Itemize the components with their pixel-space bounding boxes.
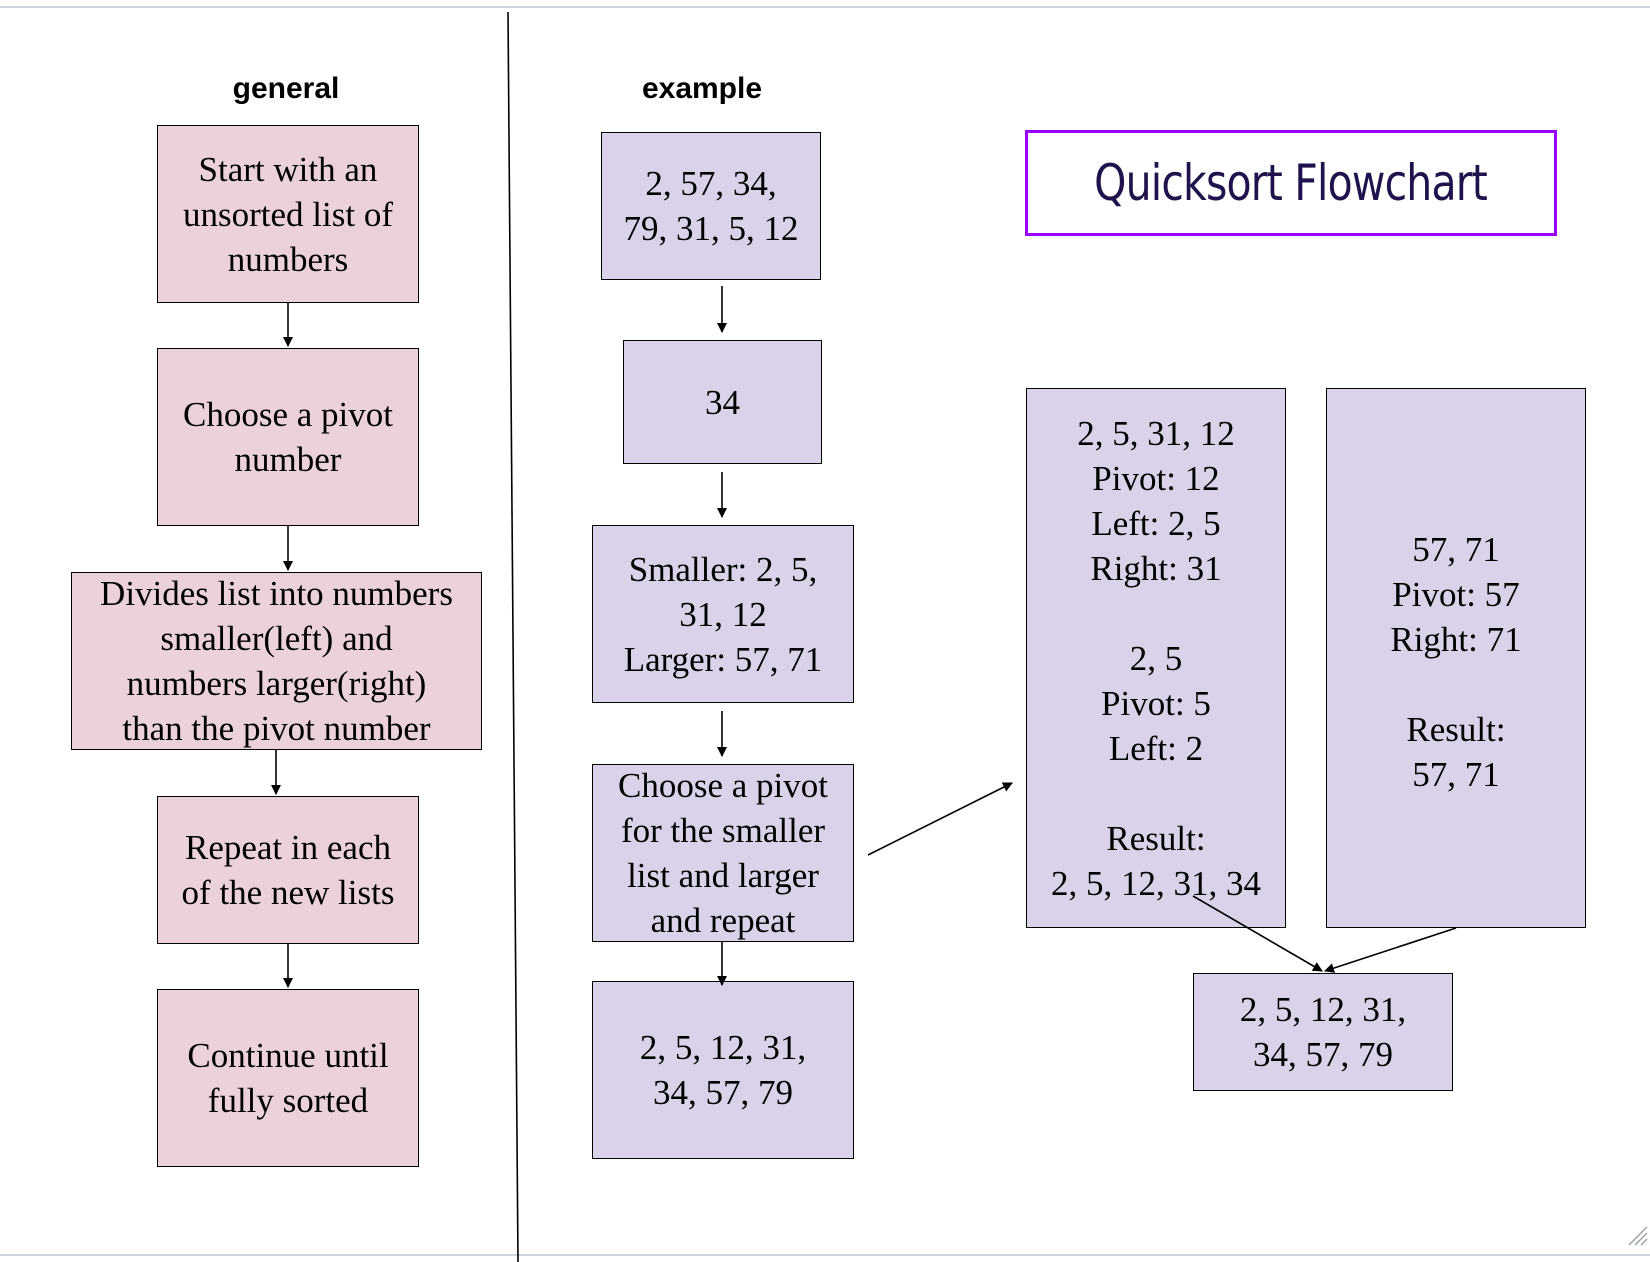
arrow-larger-to-final <box>1324 927 1457 973</box>
final-result-box: 2, 5, 12, 31, 34, 57, 79 <box>1193 973 1453 1091</box>
arrow-to-detail <box>867 782 1013 856</box>
bottom-border <box>0 1254 1650 1256</box>
flowchart-title: Quicksort Flowchart <box>1094 154 1489 212</box>
flowchart-title-box: Quicksort Flowchart <box>1025 130 1557 236</box>
example-step-repeat: Choose a pivot for the smaller list and … <box>592 764 854 942</box>
example-step-pivot: 34 <box>623 340 822 464</box>
general-step-divide: Divides list into numbers smaller(left) … <box>71 572 482 750</box>
general-step-start: Start with an unsorted list of numbers <box>157 125 419 303</box>
resize-grip-icon[interactable] <box>1626 1224 1648 1246</box>
smaller-list-detail: 2, 5, 31, 12 Pivot: 12 Left: 2, 5 Right:… <box>1026 388 1286 928</box>
example-step-partition: Smaller: 2, 5, 31, 12 Larger: 57, 71 <box>592 525 854 703</box>
general-step-continue: Continue until fully sorted <box>157 989 419 1167</box>
example-step-sorted: 2, 5, 12, 31, 34, 57, 79 <box>592 981 854 1159</box>
example-heading: example <box>641 72 763 105</box>
example-step-unsorted: 2, 57, 34, 79, 31, 5, 12 <box>601 132 821 280</box>
general-step-repeat: Repeat in each of the new lists <box>157 796 419 944</box>
general-step-choose-pivot: Choose a pivot number <box>157 348 419 526</box>
top-border <box>0 6 1650 8</box>
column-divider <box>507 11 519 1262</box>
general-heading: general <box>232 72 340 105</box>
larger-list-detail: 57, 71 Pivot: 57 Right: 71 Result: 57, 7… <box>1326 388 1586 928</box>
